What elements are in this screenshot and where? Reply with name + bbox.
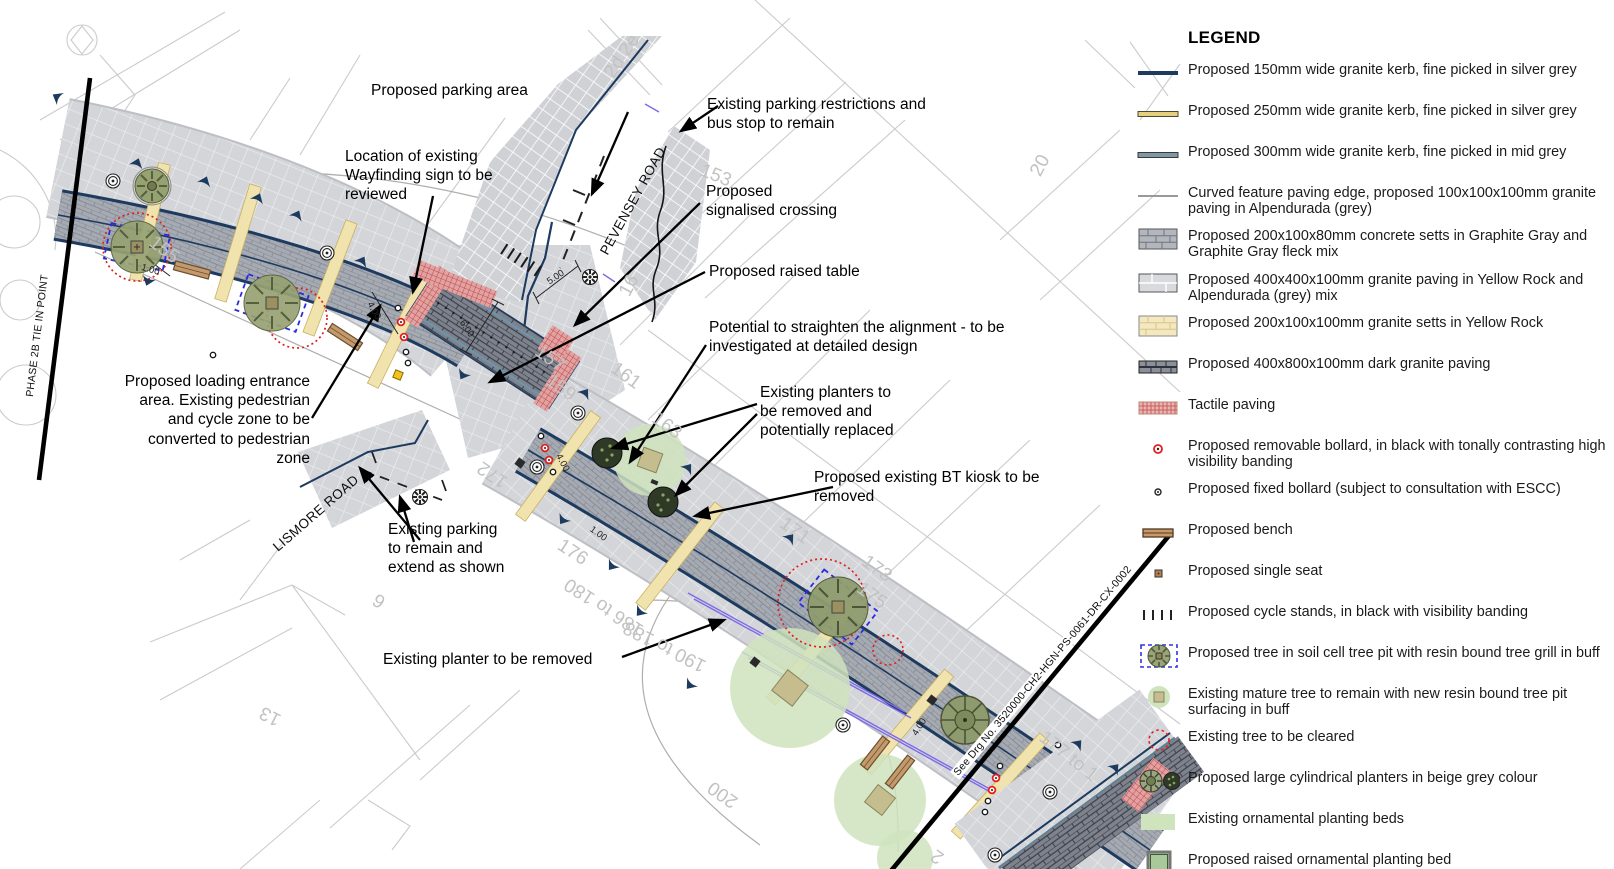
tree-cleared-icon [1136, 726, 1180, 759]
legend-item: Proposed fixed bollard (subject to consu… [1136, 481, 1614, 511]
legend-item: Proposed 400x800x100mm dark granite pavi… [1136, 356, 1614, 386]
mature-tree-icon [1136, 683, 1180, 716]
dimension-lines [145, 257, 582, 356]
legend-item: Existing ornamental planting beds [1136, 811, 1614, 841]
legend-item: Existing mature tree to remain with new … [1136, 686, 1614, 718]
cycle-stands [500, 243, 542, 277]
tactile-paving-west [412, 259, 498, 309]
legend-item: Tactile paving [1136, 397, 1614, 427]
kerb-300-icon [1136, 141, 1180, 174]
legend-item-label: Proposed 200x100x80mm concrete setts in … [1188, 228, 1588, 261]
single-seats [514, 457, 938, 706]
legend-item-label: Tactile paving [1188, 396, 1276, 413]
legend-item: Proposed large cylindrical planters in b… [1136, 767, 1614, 800]
annotation-arrows [311, 105, 834, 659]
bollard-fixed-icon [1136, 478, 1180, 511]
planting-beds-icon [1136, 808, 1180, 841]
legend-item: Existing tree to be cleared [1136, 729, 1614, 759]
legend-item: Proposed 250mm wide granite kerb, fine p… [1136, 103, 1614, 133]
legend-item-label: Proposed fixed bollard (subject to consu… [1188, 481, 1561, 497]
legend-item-label: Proposed bench [1188, 522, 1293, 538]
pevensey-road-footways [446, 36, 710, 331]
legend-item-label: Proposed 250mm wide granite kerb, fine p… [1188, 103, 1577, 119]
legend-item-label: Proposed 200x100x100mm granite setts in … [1188, 314, 1544, 331]
legend-item-label: Proposed single seat [1188, 563, 1323, 579]
bollard-removable-icon [1136, 435, 1180, 468]
legend-item: Proposed raised ornamental planting bed [1136, 849, 1614, 869]
kerb-150-icon [1136, 59, 1180, 92]
legend-item-label: Proposed large cylindrical planters in b… [1188, 770, 1538, 787]
legend-item: Proposed single seat [1136, 563, 1614, 593]
legend-title: LEGEND [1188, 28, 1261, 47]
legend-item: Proposed removable bollard, in black wit… [1136, 438, 1614, 470]
cylindrical-planters-icon [1136, 767, 1181, 800]
mature-trees [614, 424, 933, 869]
paving-edge-icon [1136, 182, 1180, 215]
benches [172, 260, 916, 790]
legend-item-label: Existing mature tree to remain with new … [1188, 686, 1568, 719]
single-seat-icon [1136, 560, 1180, 593]
kerb-250-icon [1136, 100, 1180, 133]
legend-item-label: Existing tree to be cleared [1188, 729, 1355, 746]
legend-item: Proposed tree in soil cell tree pit with… [1136, 642, 1614, 675]
tactile-icon [1136, 394, 1180, 427]
legend-item-label: Proposed 400x400x100mm granite paving in… [1188, 271, 1584, 304]
legend-item: Proposed 200x100x80mm concrete setts in … [1136, 228, 1614, 260]
legend-item-label: Proposed 400x800x100mm dark granite pavi… [1188, 355, 1491, 372]
cctv-marker [392, 369, 404, 381]
lismore-road [298, 410, 450, 528]
cycle-stands-icon [1136, 601, 1180, 634]
legend-item-label: Proposed tree in soil cell tree pit with… [1188, 645, 1600, 661]
legend-item: Proposed 200x100x100mm granite setts in … [1136, 315, 1614, 345]
legend-item-label: Proposed cycle stands, in black with vis… [1188, 604, 1528, 620]
legend-item: Proposed bench [1136, 522, 1614, 552]
bench-icon [1136, 519, 1180, 552]
legend-item-label: Proposed raised ornamental planting bed [1188, 852, 1452, 869]
legend-item-label: Proposed removable bollard, in black wit… [1188, 437, 1606, 470]
legend-item: Curved feature paving edge, proposed 100… [1136, 185, 1614, 217]
legend-item-label: Existing ornamental planting beds [1188, 811, 1404, 828]
phase-2b-line [36, 77, 93, 481]
legend-item: Proposed cycle stands, in black with vis… [1136, 604, 1614, 634]
setts-graphite-icon [1136, 225, 1180, 258]
raised-bed-icon [1136, 849, 1180, 869]
dark-granite-icon [1136, 353, 1180, 386]
legend-panel: LEGEND Proposed 150mm wide granite kerb,… [1136, 28, 1614, 869]
legend-list: Proposed 150mm wide granite kerb, fine p… [1136, 62, 1614, 869]
legend-item: Proposed 400x400x100mm granite paving in… [1136, 272, 1614, 304]
granite-400-icon [1136, 269, 1180, 302]
legend-item-label: Curved feature paving edge, proposed 100… [1188, 185, 1597, 218]
legend-item-label: Proposed 300mm wide granite kerb, fine p… [1188, 144, 1567, 160]
legend-item: Proposed 300mm wide granite kerb, fine p… [1136, 144, 1614, 174]
legend-item-label: Proposed 150mm wide granite kerb, fine p… [1188, 62, 1577, 78]
legend-item: Proposed 150mm wide granite kerb, fine p… [1136, 62, 1614, 92]
tree-soil-cell-icon [1136, 642, 1180, 675]
lighting-columns [105, 173, 1058, 863]
setts-yellow-icon [1136, 312, 1180, 345]
